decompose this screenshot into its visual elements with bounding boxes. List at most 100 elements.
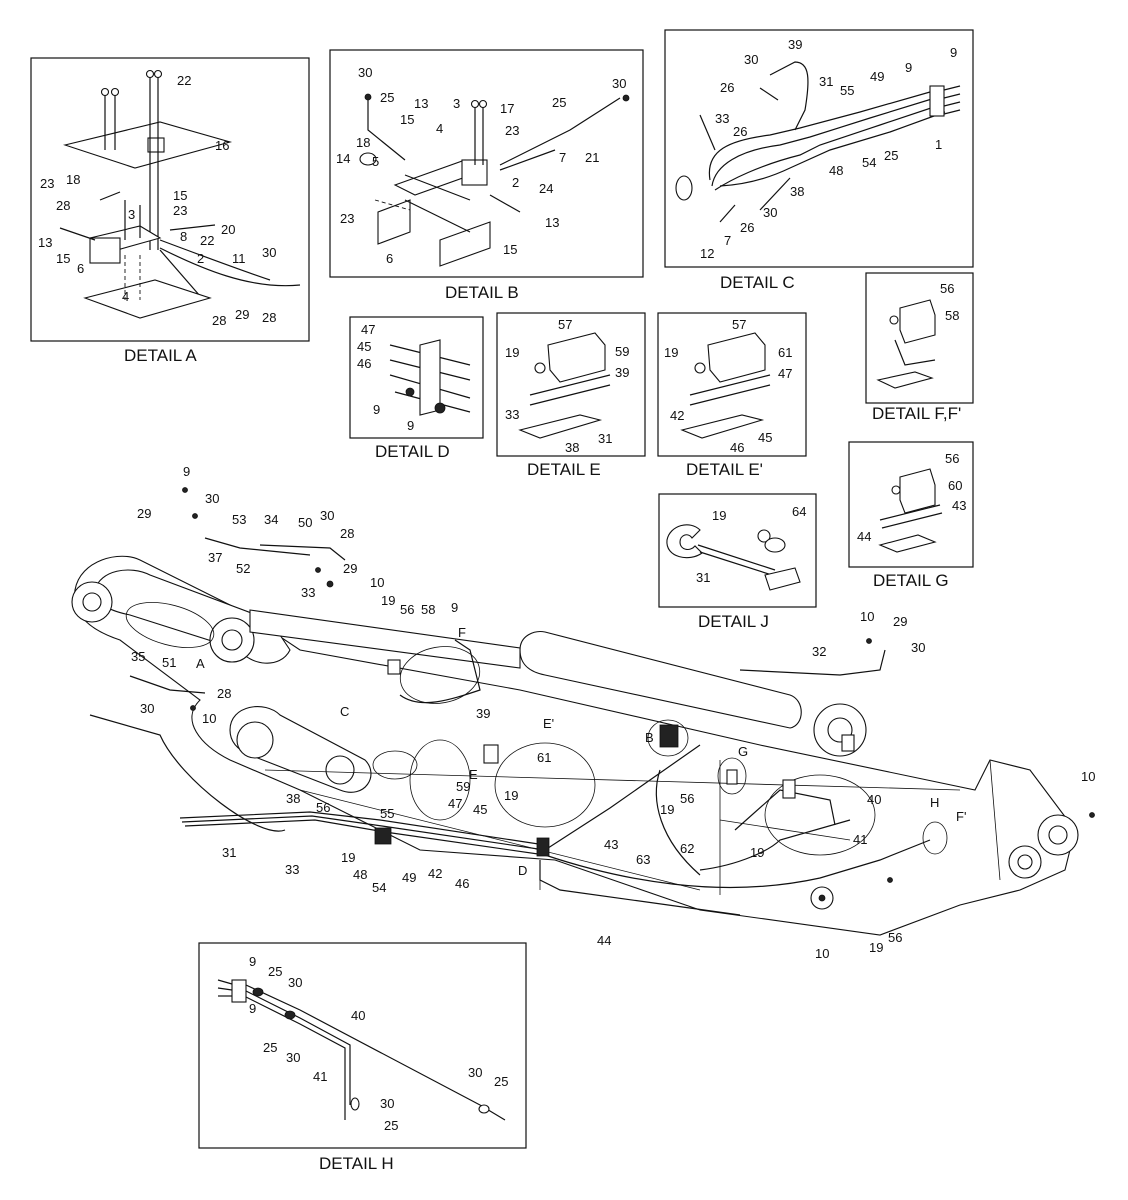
callout: 64 [792,504,806,519]
callout: 39 [615,365,629,380]
callout: 62 [680,841,694,856]
detail-h-frame [198,942,527,1149]
callout: 23 [340,211,354,226]
callout: 16 [215,138,229,153]
callout: 38 [790,184,804,199]
callout: 41 [853,832,867,847]
callout: 35 [131,649,145,664]
detail-h: 9 25 30 9 25 30 40 41 30 25 30 25 DETAIL… [198,942,527,1173]
callout: E' [543,716,554,731]
callout: F' [956,809,966,824]
callout: 10 [860,609,874,624]
callout: 50 [298,515,312,530]
callout: 61 [778,345,792,360]
detail-e-prime-caption: DETAIL E' [686,460,763,479]
callout: 45 [758,430,772,445]
callout: 29 [893,614,907,629]
callout: 37 [208,550,222,565]
detail-f-caption: DETAIL F,F' [872,404,961,423]
callout: 41 [313,1069,327,1084]
callout: 30 [468,1065,482,1080]
callout: 29 [343,561,357,576]
detail-g-caption: DETAIL G [873,571,949,590]
callout: 28 [217,686,231,701]
callout: 59 [615,344,629,359]
callout: 39 [476,706,490,721]
detail-c: 39 30 9 26 31 9 55 49 33 26 48 54 25 38 … [664,29,974,292]
callout: 10 [202,711,216,726]
callout: 25 [380,90,394,105]
detail-c-frame [664,29,974,268]
callout: 4 [122,289,129,304]
callout: 44 [857,529,871,544]
callout: 28 [262,310,276,325]
callout: 22 [200,233,214,248]
callout: 3 [128,207,135,222]
callout: 9 [249,1001,256,1016]
callout: 34 [264,512,278,527]
callout: 48 [353,867,367,882]
detail-b-frame [329,49,644,278]
callout: 2 [512,175,519,190]
callout: 17 [500,101,514,116]
callout: 52 [236,561,250,576]
callout: 25 [263,1040,277,1055]
callout: 32 [812,644,826,659]
callout: 10 [815,946,829,961]
callout: 54 [372,880,386,895]
callout: 19 [381,593,395,608]
callout: 59 [456,779,470,794]
callout: 30 [763,205,777,220]
callout: 19 [869,940,883,955]
callout: 5 [372,154,379,169]
callout: 56 [940,281,954,296]
callout: 19 [660,802,674,817]
callout: 54 [862,155,876,170]
callout: 19 [712,508,726,523]
callout: 11 [232,251,246,266]
callout: C [340,704,349,719]
callout: 6 [386,251,393,266]
callout: 26 [740,220,754,235]
callout: D [518,863,527,878]
callout: 31 [819,74,833,89]
detail-h-caption: DETAIL H [319,1154,394,1173]
detail-j: 19 64 31 DETAIL J [658,493,817,631]
detail-b-caption: DETAIL B [445,283,519,302]
callout: 28 [212,313,226,328]
callout: 30 [286,1050,300,1065]
callout: 22 [177,73,191,88]
callout: 58 [945,308,959,323]
callout: 31 [598,431,612,446]
detail-d: 47 45 46 9 9 DETAIL D [349,316,484,461]
callout: 33 [285,862,299,877]
callout: 28 [56,198,70,213]
callout: 33 [505,407,519,422]
callout: 61 [537,750,551,765]
callout: 19 [664,345,678,360]
callout: 51 [162,655,176,670]
callout: 2 [197,251,204,266]
callout: 10 [1081,769,1095,784]
detail-d-caption: DETAIL D [375,442,450,461]
callout: B [645,730,654,745]
detail-d-frame [349,316,484,439]
detail-a: 22 16 18 23 15 28 3 23 20 13 8 22 15 6 2… [30,57,310,365]
callout: 12 [700,246,714,261]
callout: 19 [341,850,355,865]
callout: 55 [840,83,854,98]
callout: 39 [788,37,802,52]
detail-j-frame [658,493,817,608]
callout: 49 [402,870,416,885]
callout: E [469,767,478,782]
callout: 25 [494,1074,508,1089]
callout: 30 [744,52,758,67]
callout: 29 [235,307,249,322]
detail-j-caption: DETAIL J [698,612,769,631]
callout: 8 [180,229,187,244]
callout: 57 [732,317,746,332]
callout: 25 [552,95,566,110]
callout: 47 [448,796,462,811]
detail-g: 56 60 43 44 DETAIL G [848,441,974,590]
callout: 49 [870,69,884,84]
